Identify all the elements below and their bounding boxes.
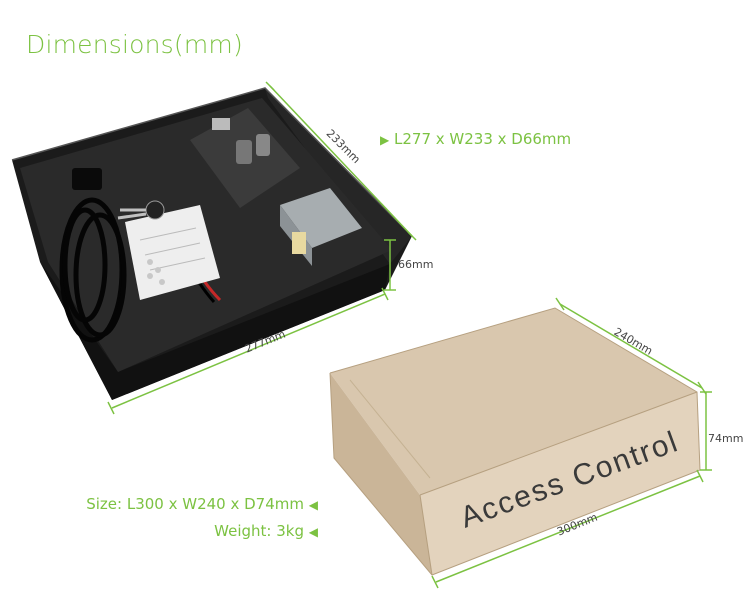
arrow-left-icon: ◀ <box>308 525 318 539</box>
enclosure-spec-text: L277 x W233 x D66mm <box>394 130 572 148</box>
package-size-text: Size: L300 x W240 x D74mm <box>86 495 304 513</box>
enclosure-depth-label: 66mm <box>398 258 434 271</box>
package-box-image <box>329 307 701 576</box>
box-dimension-lines <box>431 297 712 589</box>
arrow-left-icon: ◀ <box>308 498 318 512</box>
enclosure-spec: ▶ L277 x W233 x D66mm <box>380 130 571 148</box>
enclosure-dimension-lines <box>107 81 417 415</box>
package-weight-text: Weight: 3kg <box>214 522 304 540</box>
box-depth-label: 74mm <box>708 432 744 445</box>
enclosure-image <box>11 87 413 400</box>
package-size-spec: Size: L300 x W240 x D74mm ◀ <box>86 495 318 513</box>
arrow-right-icon: ▶ <box>380 133 390 147</box>
package-weight-spec: Weight: 3kg ◀ <box>214 522 318 540</box>
page-title: Dimensions(mm) <box>26 30 243 59</box>
